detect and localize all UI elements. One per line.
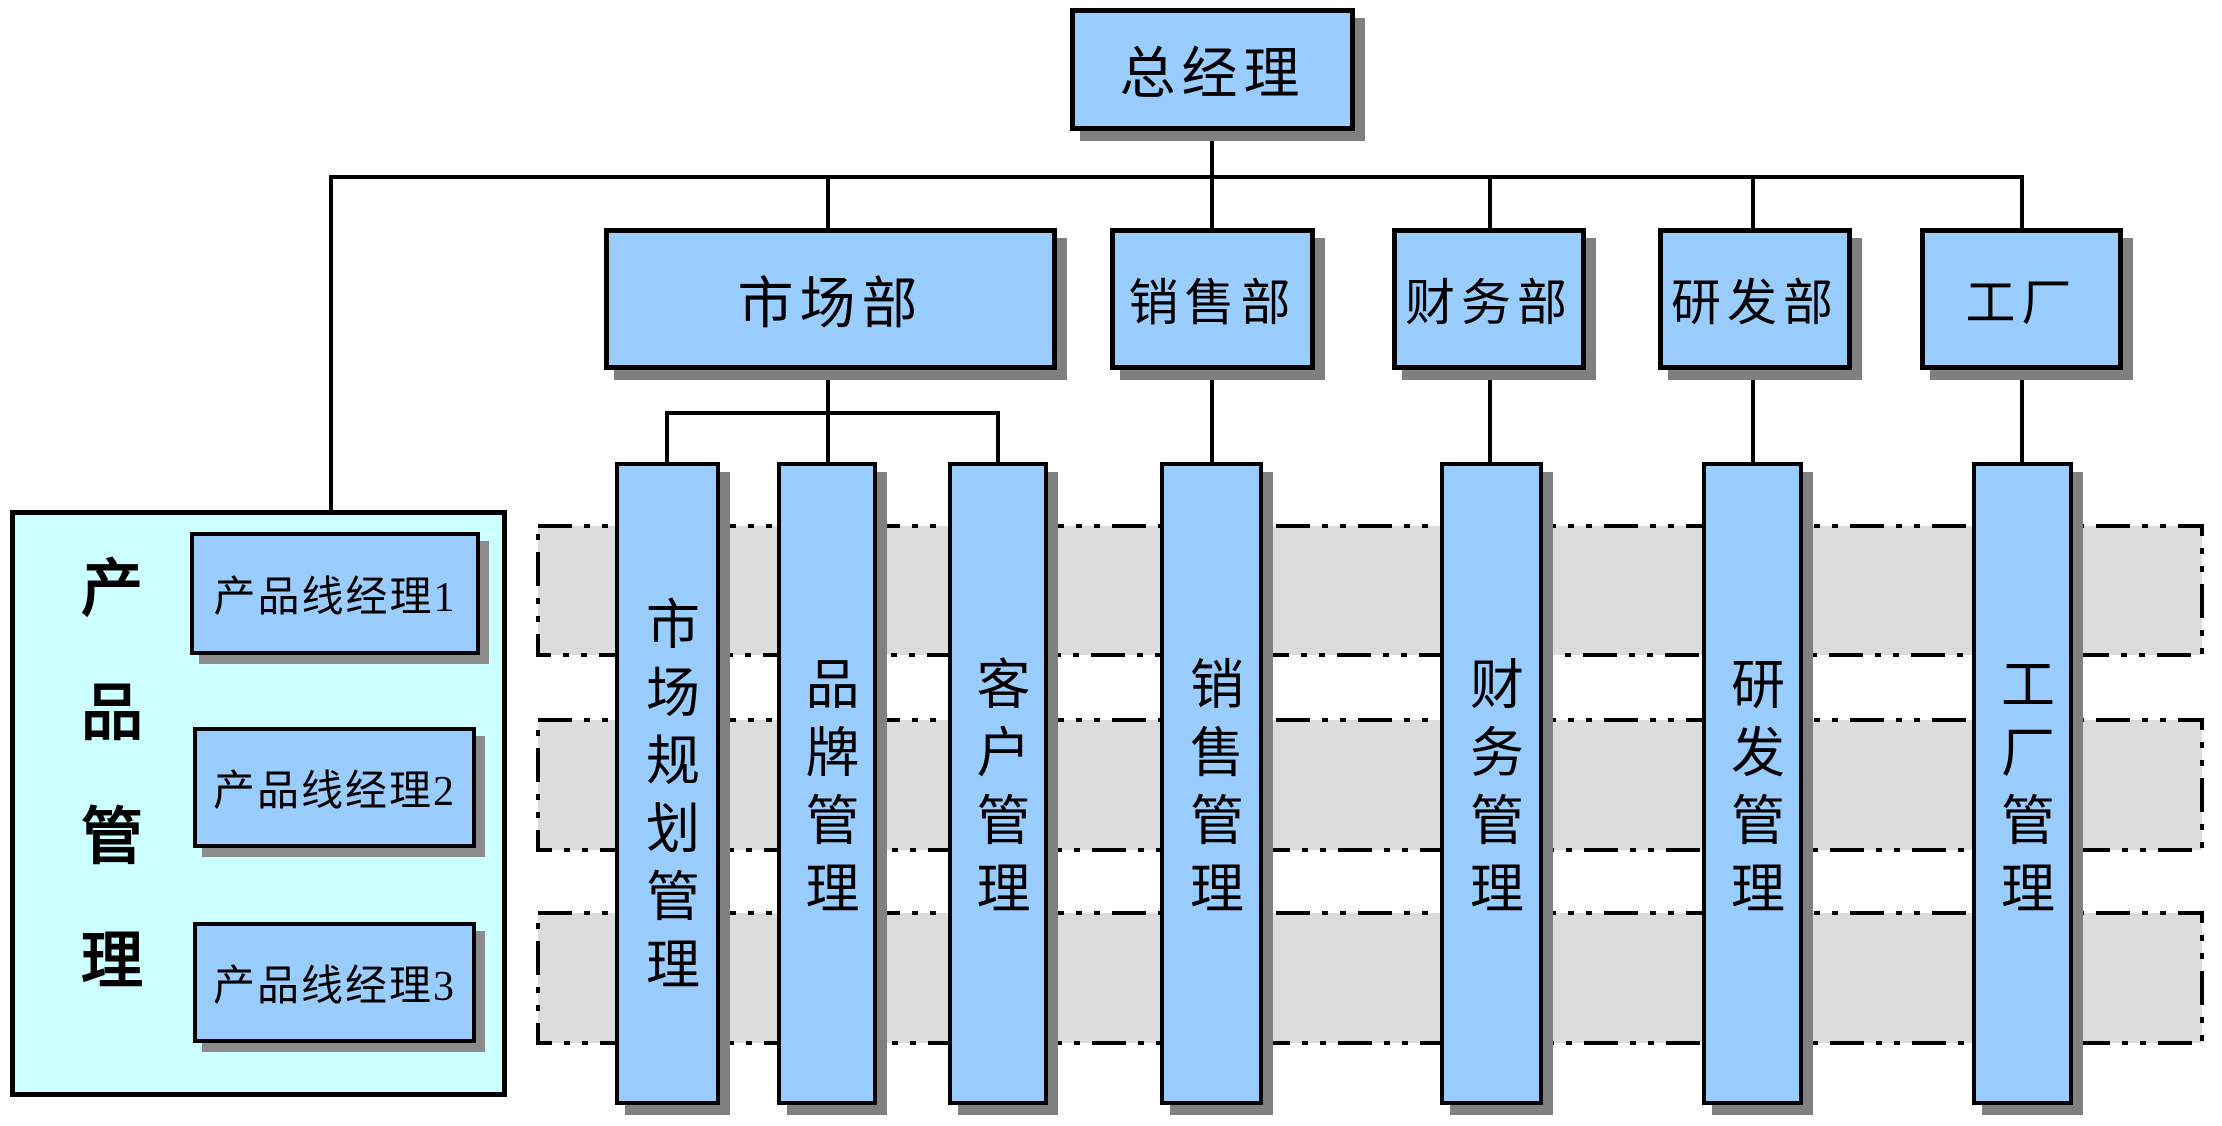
dept-node-label: 销售部: [1128, 275, 1297, 331]
function-column-factory: 工厂管理: [1972, 462, 2073, 1105]
connector-branch-drop-3: [996, 411, 1000, 464]
function-column-label: 品牌管理: [797, 656, 857, 928]
connector-branch-drop-1: [665, 411, 669, 464]
pm-title-char: 理: [80, 928, 143, 996]
connector-marketing-stem: [826, 368, 830, 415]
pm-title-char: 产: [80, 556, 143, 624]
dept-node-finance: 财务部: [1392, 228, 1586, 370]
function-column-customer: 客户管理: [948, 462, 1048, 1105]
dept-node-marketing: 市场部: [604, 228, 1057, 370]
product-management-title: 产 品 管 理: [70, 538, 154, 1000]
function-column-label: 工厂管理: [1992, 656, 2053, 928]
product-line-manager-label: 产品线经理2: [212, 769, 456, 815]
connector-marketing-branch: [665, 411, 1000, 415]
connector-product-management: [329, 175, 333, 534]
dept-node-factory: 工厂: [1920, 228, 2123, 370]
function-column-label: 研发管理: [1722, 656, 1783, 928]
product-line-manager-3-box: 产品线经理3: [193, 922, 476, 1043]
product-line-manager-label: 产品线经理3: [212, 964, 456, 1010]
product-line-manager-label: 产品线经理1: [213, 575, 457, 621]
function-column-finance: 财务管理: [1440, 462, 1543, 1105]
function-column-brand: 品牌管理: [777, 462, 877, 1105]
root-node-general-manager: 总经理: [1070, 8, 1355, 131]
root-node-label: 总经理: [1119, 44, 1306, 106]
function-column-sales: 销售管理: [1160, 462, 1263, 1105]
function-column-label: 市场规划管理: [637, 596, 698, 1004]
dept-node-sales: 销售部: [1110, 228, 1315, 370]
dept-node-rnd: 研发部: [1658, 228, 1852, 370]
product-line-manager-2-box: 产品线经理2: [193, 727, 476, 848]
function-column-market-planning: 市场规划管理: [615, 462, 720, 1105]
function-column-label: 客户管理: [968, 656, 1028, 928]
function-column-label: 销售管理: [1181, 656, 1242, 928]
connector-marketing-drop: [826, 175, 830, 232]
connector-trunk: [331, 175, 2024, 179]
dept-node-label: 研发部: [1671, 275, 1839, 331]
function-column-rnd: 研发管理: [1702, 462, 1803, 1105]
product-line-manager-1-box: 产品线经理1: [190, 532, 480, 655]
pm-title-char: 管: [80, 804, 143, 872]
function-column-label: 财务管理: [1461, 656, 1522, 928]
dept-node-label: 工厂: [1965, 275, 2078, 331]
pm-title-char: 品: [80, 680, 143, 748]
dept-node-label: 市场部: [737, 273, 924, 336]
dept-node-label: 财务部: [1405, 275, 1573, 331]
connector-branch-drop-2: [826, 411, 830, 464]
